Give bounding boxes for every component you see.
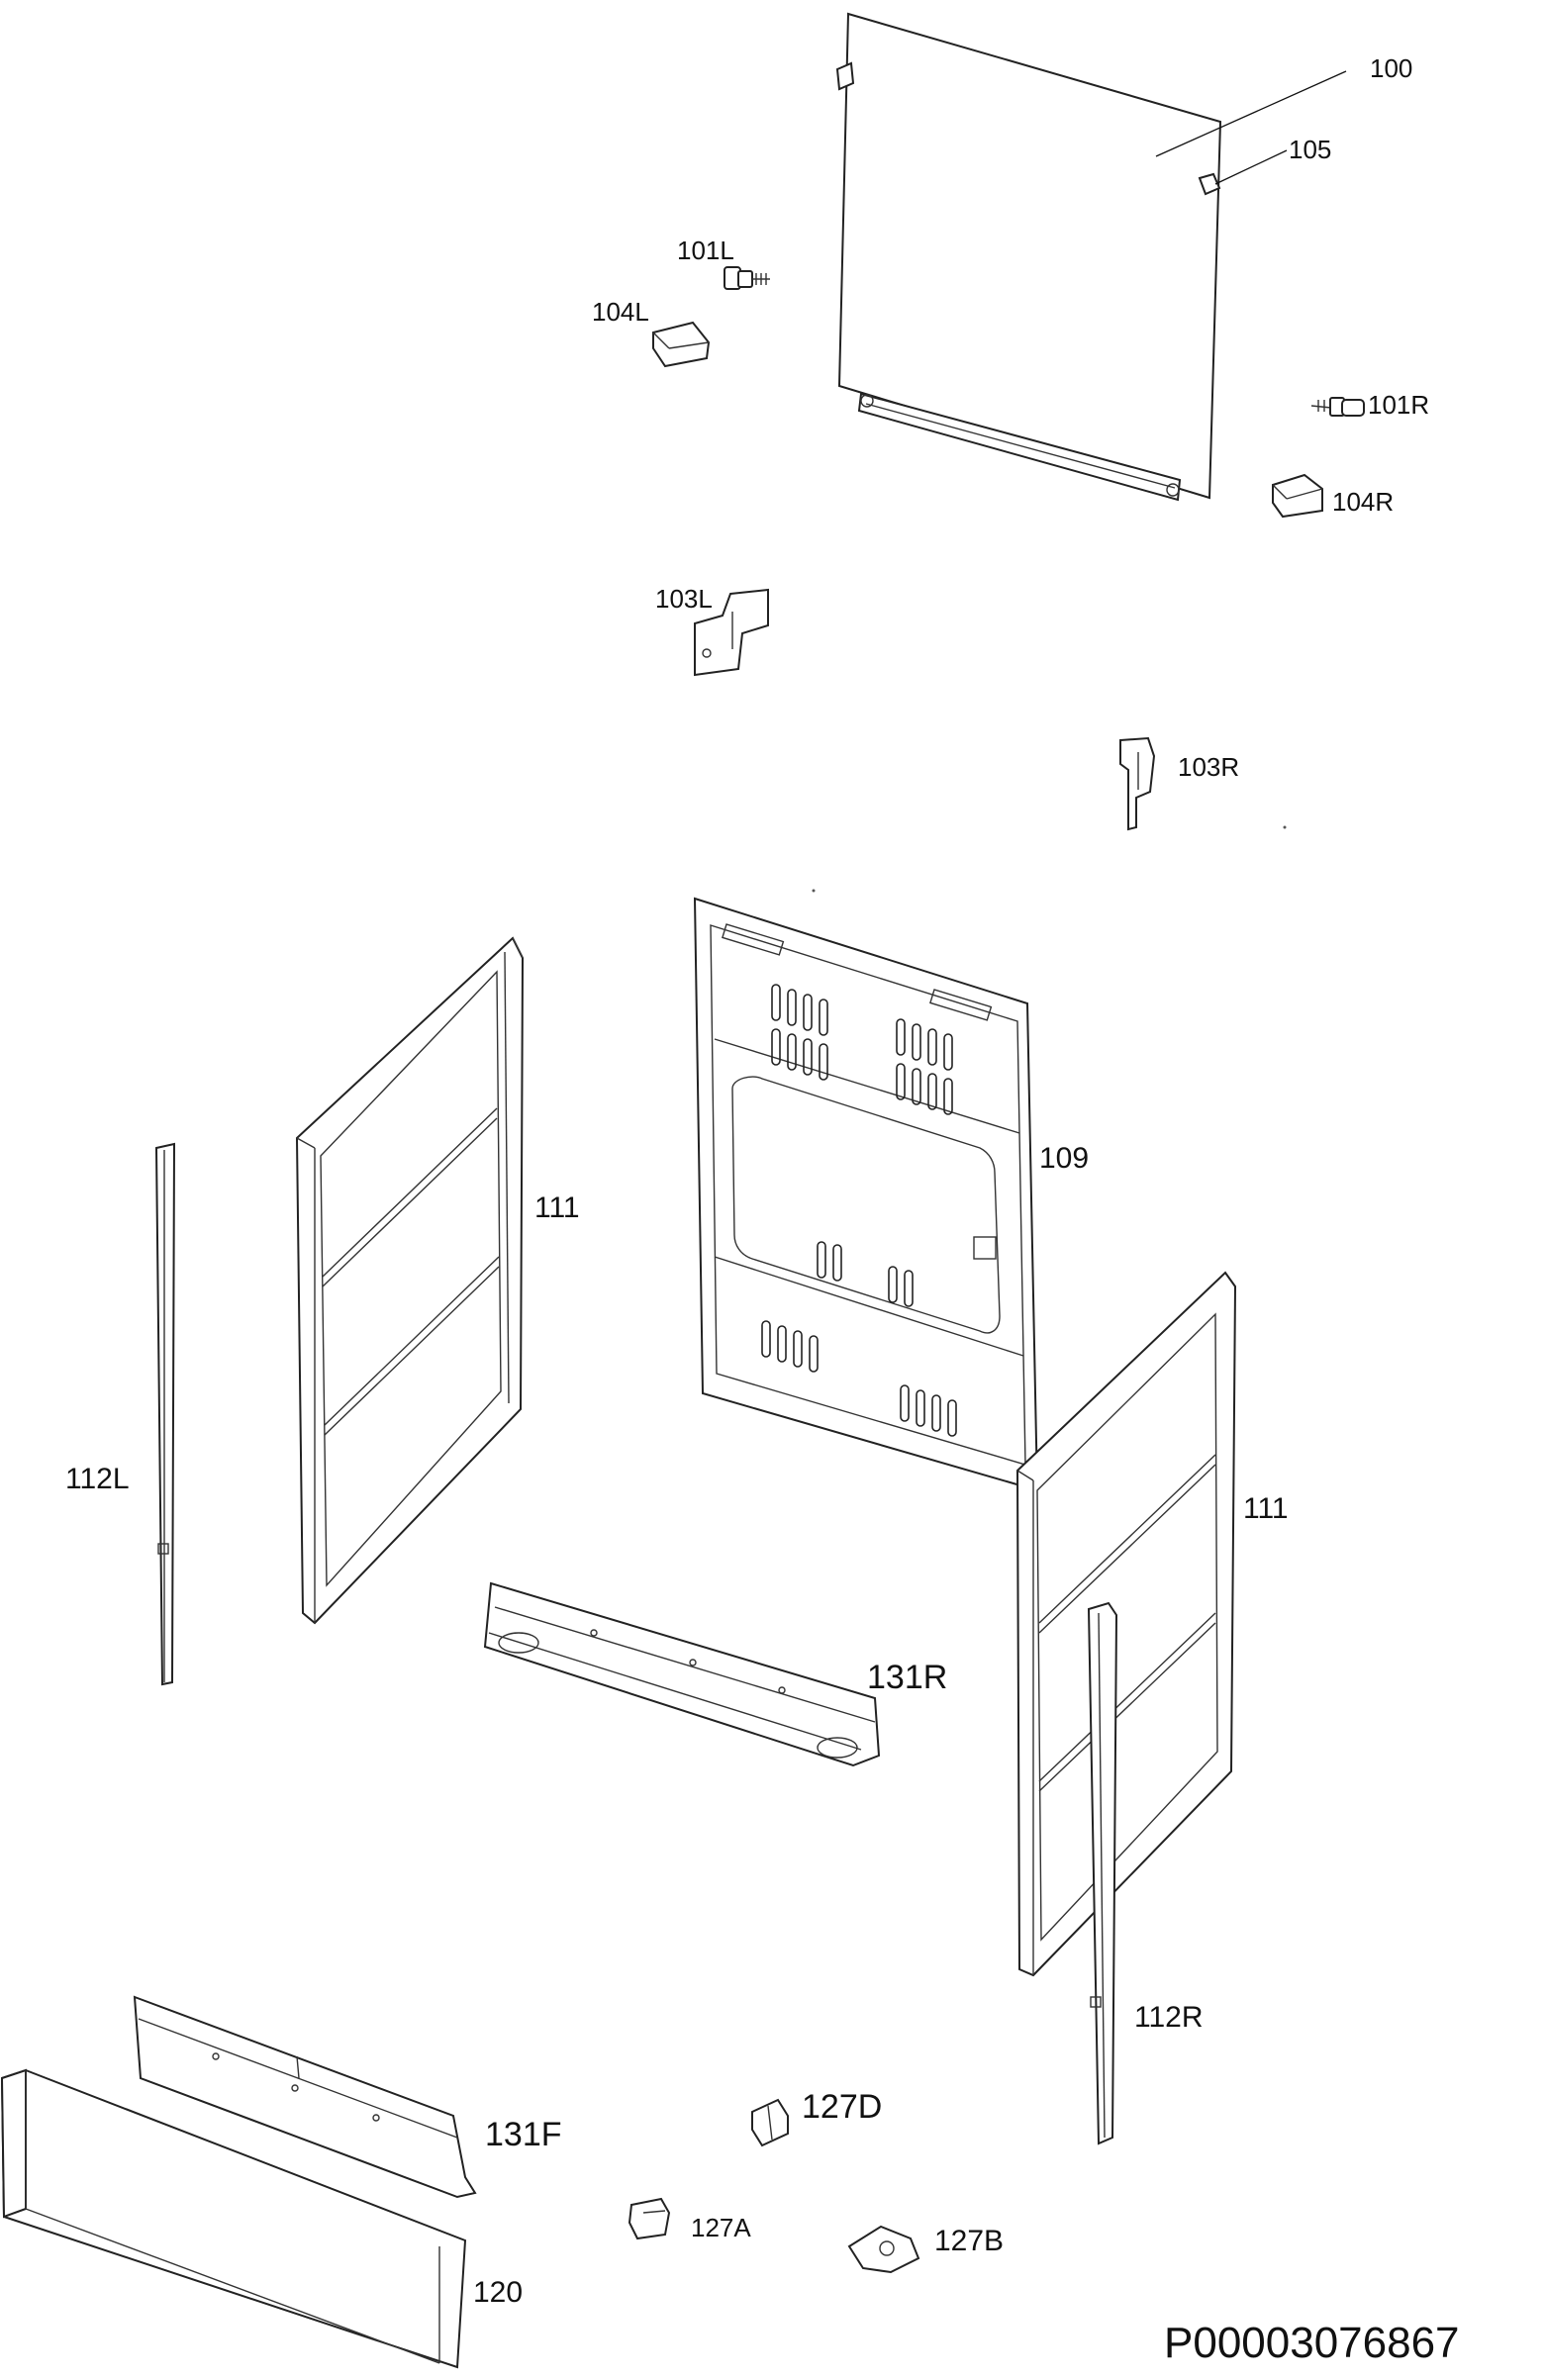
label-109: 109 bbox=[1039, 1142, 1090, 1175]
leader-105 bbox=[1214, 149, 1288, 185]
label-100: 100 bbox=[1370, 53, 1413, 83]
label-131F: 131F bbox=[485, 2116, 562, 2153]
part-103L-hinge bbox=[694, 588, 769, 677]
label-127B: 127B bbox=[934, 2225, 1005, 2257]
part-109-back-panel bbox=[693, 897, 1039, 1492]
part-101L-screw bbox=[724, 266, 770, 290]
part-127A-clip bbox=[628, 2197, 671, 2240]
part-111-left-side-panel bbox=[295, 936, 525, 1625]
stray-mark bbox=[812, 889, 816, 893]
label-127D: 127D bbox=[802, 2088, 883, 2126]
part-111-right-side-panel bbox=[1015, 1271, 1237, 1977]
part-120-plinth bbox=[0, 2068, 467, 2369]
drawing-code: P00003076867 bbox=[1164, 2319, 1460, 2367]
label-103L: 103L bbox=[655, 584, 713, 614]
label-131R: 131R bbox=[867, 1659, 948, 1696]
part-127B-bracket bbox=[847, 2225, 920, 2274]
label-101L: 101L bbox=[677, 236, 734, 265]
part-101R-screw bbox=[1310, 397, 1365, 417]
label-120: 120 bbox=[473, 2276, 524, 2309]
part-105-clip bbox=[1198, 172, 1221, 196]
part-127D-clip bbox=[751, 2098, 789, 2147]
label-112L: 112L bbox=[65, 1463, 130, 1495]
label-111-right: 111 bbox=[1243, 1492, 1289, 1525]
label-104L: 104L bbox=[592, 297, 649, 327]
label-111-left: 111 bbox=[534, 1191, 580, 1224]
part-131R-rail bbox=[483, 1581, 881, 1767]
part-103R-hinge bbox=[1119, 736, 1156, 831]
label-101R: 101R bbox=[1368, 390, 1430, 420]
label-127A: 127A bbox=[691, 2213, 751, 2242]
label-103R: 103R bbox=[1178, 752, 1240, 782]
stray-mark bbox=[1283, 825, 1287, 829]
label-105: 105 bbox=[1289, 135, 1332, 164]
part-100-glass-panel bbox=[835, 12, 1222, 502]
label-104R: 104R bbox=[1332, 487, 1395, 517]
part-131F-front-rail bbox=[133, 1995, 477, 2199]
part-112R-strip bbox=[1087, 1601, 1118, 2145]
leader-100 bbox=[1155, 70, 1347, 157]
part-104R-bracket bbox=[1272, 473, 1323, 519]
label-112R: 112R bbox=[1134, 2001, 1204, 2034]
part-104L-bracket bbox=[652, 321, 711, 368]
part-112L-strip bbox=[154, 1142, 176, 1686]
